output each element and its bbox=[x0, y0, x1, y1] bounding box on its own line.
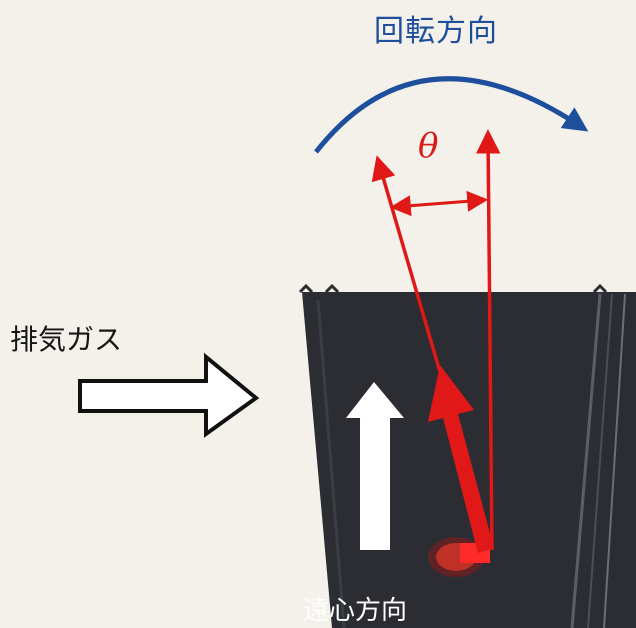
centrifugal-direction-arrow bbox=[346, 382, 404, 550]
exhaust-gas-label: 排気ガス bbox=[10, 323, 123, 356]
rotation-direction-arrow bbox=[314, 76, 589, 154]
exhaust-gas-arrow bbox=[78, 352, 260, 438]
vertical-reference-vector bbox=[475, 129, 501, 551]
tilted-flow-vector bbox=[371, 155, 442, 373]
centrifugal-direction-label: 遠心方向 bbox=[303, 596, 408, 626]
measurement-point bbox=[428, 537, 490, 577]
rotation-direction-label: 回転方向 bbox=[374, 14, 498, 49]
resultant-velocity-arrow bbox=[428, 365, 494, 553]
theta-label: θ bbox=[418, 126, 439, 166]
angle-theta-indicator bbox=[389, 190, 489, 217]
